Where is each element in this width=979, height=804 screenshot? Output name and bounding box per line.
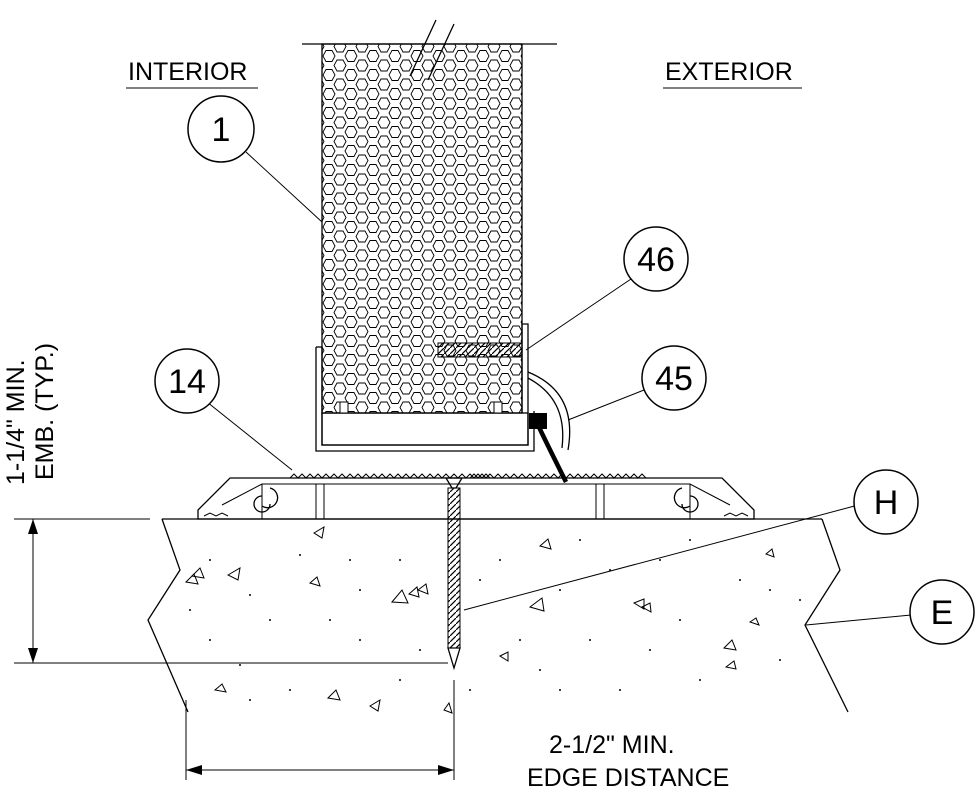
- callout-45: 45: [641, 345, 707, 411]
- edge-distance-label-line1: 2-1/2" MIN.: [549, 731, 675, 759]
- exterior-label: EXTERIOR: [665, 58, 793, 86]
- edge-distance-dimension: [185, 680, 455, 780]
- embedment-label-line1: 1-1/4" MIN.: [2, 359, 30, 485]
- aggregate-marks: [184, 526, 775, 714]
- cable: [535, 424, 569, 484]
- anchor-screw: [444, 477, 464, 671]
- callout-H-text: H: [874, 484, 899, 522]
- embedment-label-line2: EMB. (TYP.): [31, 343, 59, 480]
- edge-distance-label-line2: EDGE DISTANCE: [527, 764, 729, 792]
- base-plate: [197, 473, 755, 520]
- callout-E-text: E: [931, 594, 954, 632]
- leader-lines: [206, 151, 912, 626]
- fastener-46: [437, 342, 523, 358]
- callout-46: 46: [623, 226, 689, 292]
- flashing-45: [527, 371, 571, 451]
- callout-1: 1: [187, 95, 255, 163]
- callout-46-text: 46: [637, 241, 675, 279]
- embedment-dimension: [14, 518, 448, 664]
- base-channel: [315, 323, 547, 452]
- sand-dots: [189, 539, 801, 701]
- callout-E: E: [909, 579, 975, 645]
- callout-H: H: [853, 469, 919, 535]
- callout-14-text: 14: [168, 363, 206, 401]
- concrete-slab: [147, 518, 849, 714]
- interior-label: INTERIOR: [128, 58, 247, 86]
- callout-1-text: 1: [212, 111, 231, 149]
- callout-14: 14: [154, 348, 220, 414]
- callout-45-text: 45: [655, 360, 693, 398]
